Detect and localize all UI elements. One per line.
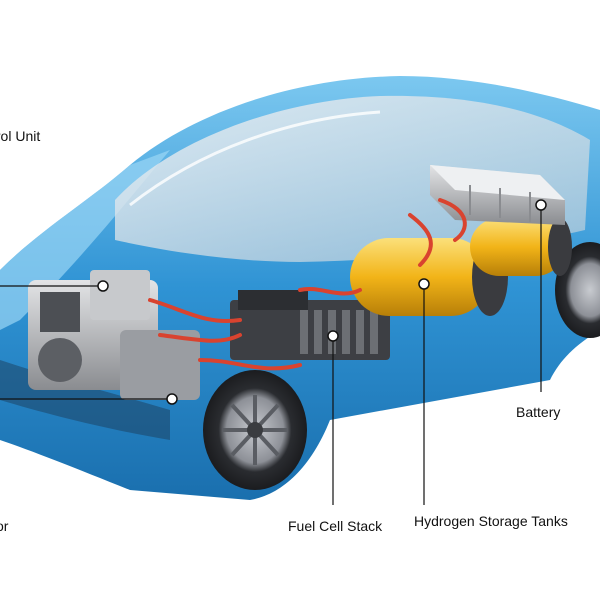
marker-dots: [97, 199, 547, 405]
leader-lines: [0, 206, 542, 505]
front-wheel: [203, 370, 307, 490]
tank-marker: [418, 278, 430, 290]
fuel-cell-stack-label: Fuel Cell Stack: [288, 518, 383, 534]
fuel-cell-marker: [327, 330, 339, 342]
pcu-marker: [97, 280, 109, 292]
battery-unit: [430, 165, 565, 225]
hydrogen-storage-tanks-label: Hydrogen Storage Tanks: [414, 513, 568, 529]
battery-label: Battery: [516, 404, 561, 420]
battery-marker: [535, 199, 547, 211]
hydrogen-tank-rear: [470, 218, 572, 276]
power-control-unit-label: trol Unit: [0, 128, 41, 144]
motor-label: or: [0, 518, 9, 534]
fuel-cell-stack-unit: [230, 290, 390, 360]
motor-marker: [166, 393, 178, 405]
power-cables: [148, 198, 467, 371]
motor-assembly: [28, 270, 200, 400]
